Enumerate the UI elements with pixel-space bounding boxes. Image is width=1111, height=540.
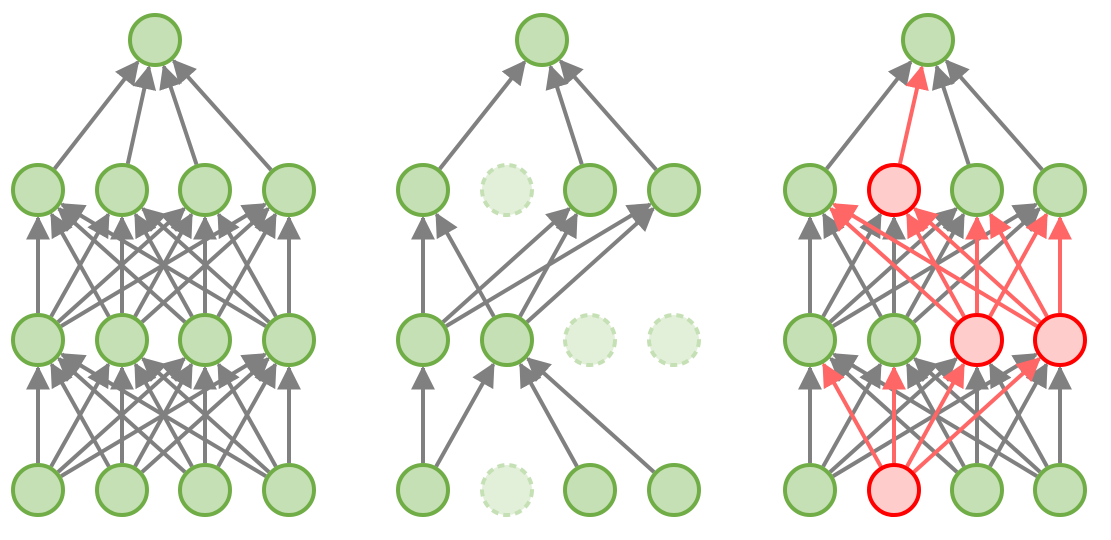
hidden-neuron bbox=[396, 313, 450, 367]
hidden-neuron bbox=[95, 313, 149, 367]
dropped-neuron bbox=[647, 313, 701, 367]
input-neuron bbox=[262, 463, 316, 517]
input-neuron bbox=[563, 463, 617, 517]
edges-layer bbox=[26, 59, 1072, 478]
input-neuron bbox=[11, 463, 65, 517]
hidden-neuron bbox=[563, 163, 617, 217]
hidden-neuron bbox=[480, 313, 534, 367]
connection-arrow bbox=[59, 202, 267, 328]
connection-arrow bbox=[526, 357, 656, 474]
highlighted-connection-arrow bbox=[905, 362, 966, 468]
hidden-neuron bbox=[262, 163, 316, 217]
highlighted-connection-arrow bbox=[988, 212, 1049, 318]
connection-arrow bbox=[57, 357, 187, 474]
output-neuron bbox=[128, 13, 182, 67]
connection-arrow bbox=[434, 362, 496, 468]
highlighted-connection-arrow bbox=[829, 207, 959, 324]
highlighted-neuron bbox=[1033, 313, 1087, 367]
connection-arrow bbox=[216, 362, 278, 468]
hidden-neuron bbox=[178, 313, 232, 367]
input-neuron bbox=[950, 463, 1004, 517]
connection-arrow bbox=[159, 64, 199, 166]
connection-arrow bbox=[172, 59, 273, 172]
output-neuron bbox=[901, 13, 955, 67]
hidden-neuron bbox=[867, 313, 921, 367]
connection-arrow bbox=[558, 59, 658, 172]
connection-arrow bbox=[216, 212, 278, 318]
highlighted-connection-arrow bbox=[912, 207, 1042, 324]
highlighted-neuron bbox=[867, 463, 921, 517]
dropped-neuron bbox=[563, 313, 617, 367]
highlighted-neuron bbox=[950, 313, 1004, 367]
hidden-neuron bbox=[783, 163, 837, 217]
input-neuron bbox=[647, 463, 701, 517]
connection-arrow bbox=[434, 212, 496, 318]
highlighted-connection-arrow bbox=[912, 357, 1042, 474]
connection-arrow bbox=[59, 352, 267, 478]
hidden-neuron bbox=[95, 163, 149, 217]
connection-arrow bbox=[944, 59, 1044, 172]
connection-arrow bbox=[141, 357, 271, 474]
connection-arrow bbox=[125, 65, 157, 165]
connection-arrow bbox=[825, 60, 913, 171]
connection-arrow bbox=[518, 212, 579, 318]
dropped-neuron bbox=[480, 163, 534, 217]
input-neuron bbox=[178, 463, 232, 517]
connection-arrow bbox=[931, 64, 971, 165]
connection-arrow bbox=[141, 207, 271, 324]
highlighted-neuron bbox=[867, 163, 921, 217]
nodes-layer bbox=[11, 13, 1087, 517]
input-neuron bbox=[783, 463, 837, 517]
hidden-neuron bbox=[950, 163, 1004, 217]
highlighted-connection-arrow bbox=[831, 202, 1038, 328]
input-neuron bbox=[95, 463, 149, 517]
input-neuron bbox=[396, 463, 450, 517]
hidden-neuron bbox=[11, 163, 65, 217]
connection-arrow bbox=[545, 64, 584, 165]
highlighted-connection-arrow bbox=[898, 64, 929, 165]
connection-arrow bbox=[53, 60, 140, 170]
connection-arrow bbox=[525, 207, 655, 324]
connection-arrow bbox=[57, 207, 187, 324]
hidden-neuron bbox=[11, 313, 65, 367]
connection-arrow bbox=[988, 362, 1049, 468]
dropped-neuron bbox=[480, 463, 534, 517]
hidden-neuron bbox=[396, 163, 450, 217]
highlighted-connection-arrow bbox=[821, 362, 883, 468]
input-neuron bbox=[1033, 463, 1087, 517]
output-neuron bbox=[515, 13, 569, 67]
hidden-neuron bbox=[647, 163, 701, 217]
hidden-neuron bbox=[262, 313, 316, 367]
connection-arrow bbox=[438, 60, 527, 171]
hidden-neuron bbox=[783, 313, 837, 367]
hidden-neuron bbox=[178, 163, 232, 217]
connection-arrow bbox=[441, 207, 571, 324]
hidden-neuron bbox=[1033, 163, 1087, 217]
